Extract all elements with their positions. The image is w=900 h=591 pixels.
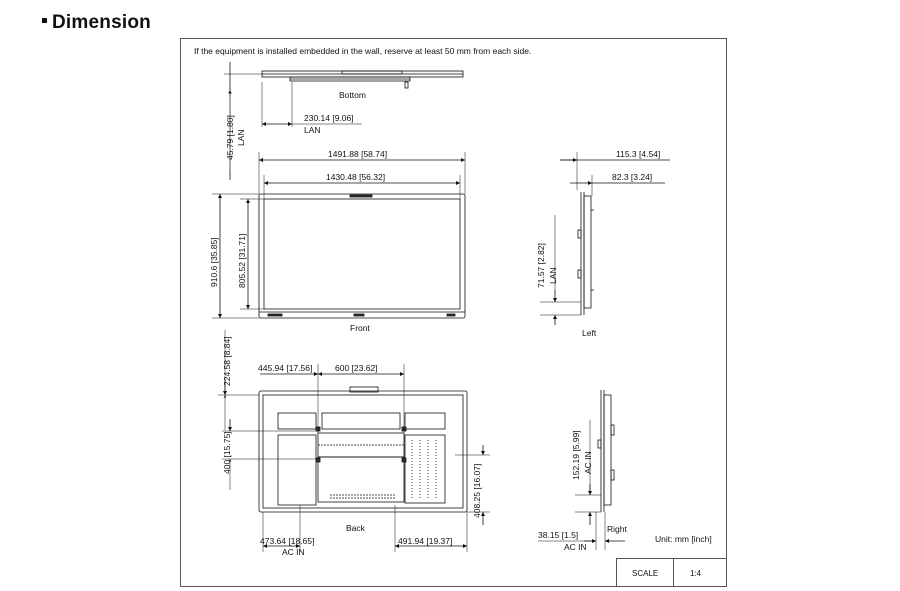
right-view-label: Right xyxy=(607,524,627,534)
section-heading: Dimension xyxy=(42,12,151,34)
dim-back-right-height: 408.25 [16.07] xyxy=(472,464,482,518)
front-view xyxy=(258,193,466,319)
dim-depth-body: 82.3 [3.24] xyxy=(612,172,652,182)
dim-depth-overall: 115.3 [4.54] xyxy=(616,149,660,159)
left-view-label: Left xyxy=(582,328,597,338)
dim-bottom-lan-offset: 230.14 [9.06] xyxy=(304,113,354,123)
front-view-label: Front xyxy=(350,323,370,333)
dim-top-mount-offset: 224.58 [8.84] xyxy=(222,336,232,386)
dim-acin-depth: 38.15 [1.5] xyxy=(538,530,578,540)
back-view-label: Back xyxy=(346,523,366,533)
scale-box xyxy=(616,558,727,587)
dim-back-left-offset: 445.94 [17.56] xyxy=(258,363,312,373)
dim-lan-height-front-label: LAN xyxy=(236,129,246,146)
unit-note: Unit: mm [inch] xyxy=(655,534,712,544)
installation-note: If the equipment is installed embedded i… xyxy=(194,46,532,56)
back-view xyxy=(258,386,468,513)
dim-acin-left: 473.64 [18.65] xyxy=(260,536,314,546)
section-heading-text: Dimension xyxy=(52,12,151,33)
dim-acin-depth-label: AC IN xyxy=(564,542,587,552)
dim-back-right-offset: 491.94 [19.37] xyxy=(398,536,452,546)
dim-vesa-height: 400 [15.75] xyxy=(222,431,232,474)
dim-overall-width: 1491.88 [58.74] xyxy=(328,149,387,159)
dim-display-width: 1430.48 [56.32] xyxy=(326,172,385,182)
right-view xyxy=(597,390,615,512)
dim-bottom-lan-label: LAN xyxy=(304,125,321,135)
dim-display-height: 805.52 [31.71] xyxy=(237,234,247,288)
dim-vesa-width: 600 [23.62] xyxy=(335,363,378,373)
scale-value: 1:4 xyxy=(690,569,702,578)
dim-overall-height: 910.6 [35.85] xyxy=(209,237,219,287)
dim-lan-height-left: 71.57 [2.82] xyxy=(536,243,546,288)
bullet-icon xyxy=(42,18,47,24)
scale-label: SCALE xyxy=(632,569,659,578)
dim-lan-height-left-label: LAN xyxy=(548,267,558,284)
bottom-view xyxy=(224,62,464,127)
bottom-view-label: Bottom xyxy=(339,90,366,100)
left-view xyxy=(577,192,594,315)
dim-acin-height-right-label: AC IN xyxy=(583,451,593,474)
dim-acin-height-right: 152.19 [5.99] xyxy=(571,430,581,480)
dim-acin-left-label: AC IN xyxy=(282,547,305,557)
drawing-sheet xyxy=(180,38,727,587)
dim-lan-height-front: 45.79 [1.80] xyxy=(225,115,235,160)
